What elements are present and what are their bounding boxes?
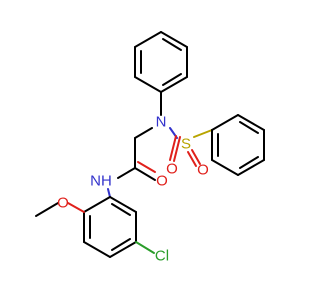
atom-nh-amide: NH — [90, 173, 112, 190]
bond-co-nh — [117, 167, 136, 179]
phenyl-ring-top — [134, 31, 188, 93]
bond-aryl-o — [67, 202, 85, 213]
molecule-structure: N S O O NH O O Cl — [35, 31, 265, 265]
bond-s-o1b — [173, 136, 181, 162]
atom-chlorine: Cl — [155, 248, 169, 265]
atom-nitrogen-amine: N — [156, 114, 167, 131]
bond-s-o1 — [169, 135, 177, 161]
atom-oxygen-carbonyl: O — [156, 173, 168, 190]
bond-co-o-double — [137, 161, 156, 173]
bond-aryl-cl — [135, 241, 155, 254]
atom-sulfur: S — [181, 136, 191, 153]
chloromethoxyphenyl-ring — [83, 196, 137, 258]
bond-co-o — [134, 167, 156, 181]
bond-s-o2b — [191, 149, 201, 165]
atom-oxygen-sulfonyl-2: O — [197, 162, 209, 179]
bond-s-o2 — [187, 151, 197, 167]
bond-s-phenyl — [193, 129, 213, 138]
phenyl-ring-right — [211, 114, 265, 176]
bond-nh-aryl — [107, 188, 111, 198]
bond-ch2-n — [134, 127, 153, 139]
atom-oxygen-methoxy: O — [57, 195, 69, 212]
atom-oxygen-sulfonyl-1: O — [166, 161, 178, 178]
bond-o-ch3 — [35, 202, 59, 217]
